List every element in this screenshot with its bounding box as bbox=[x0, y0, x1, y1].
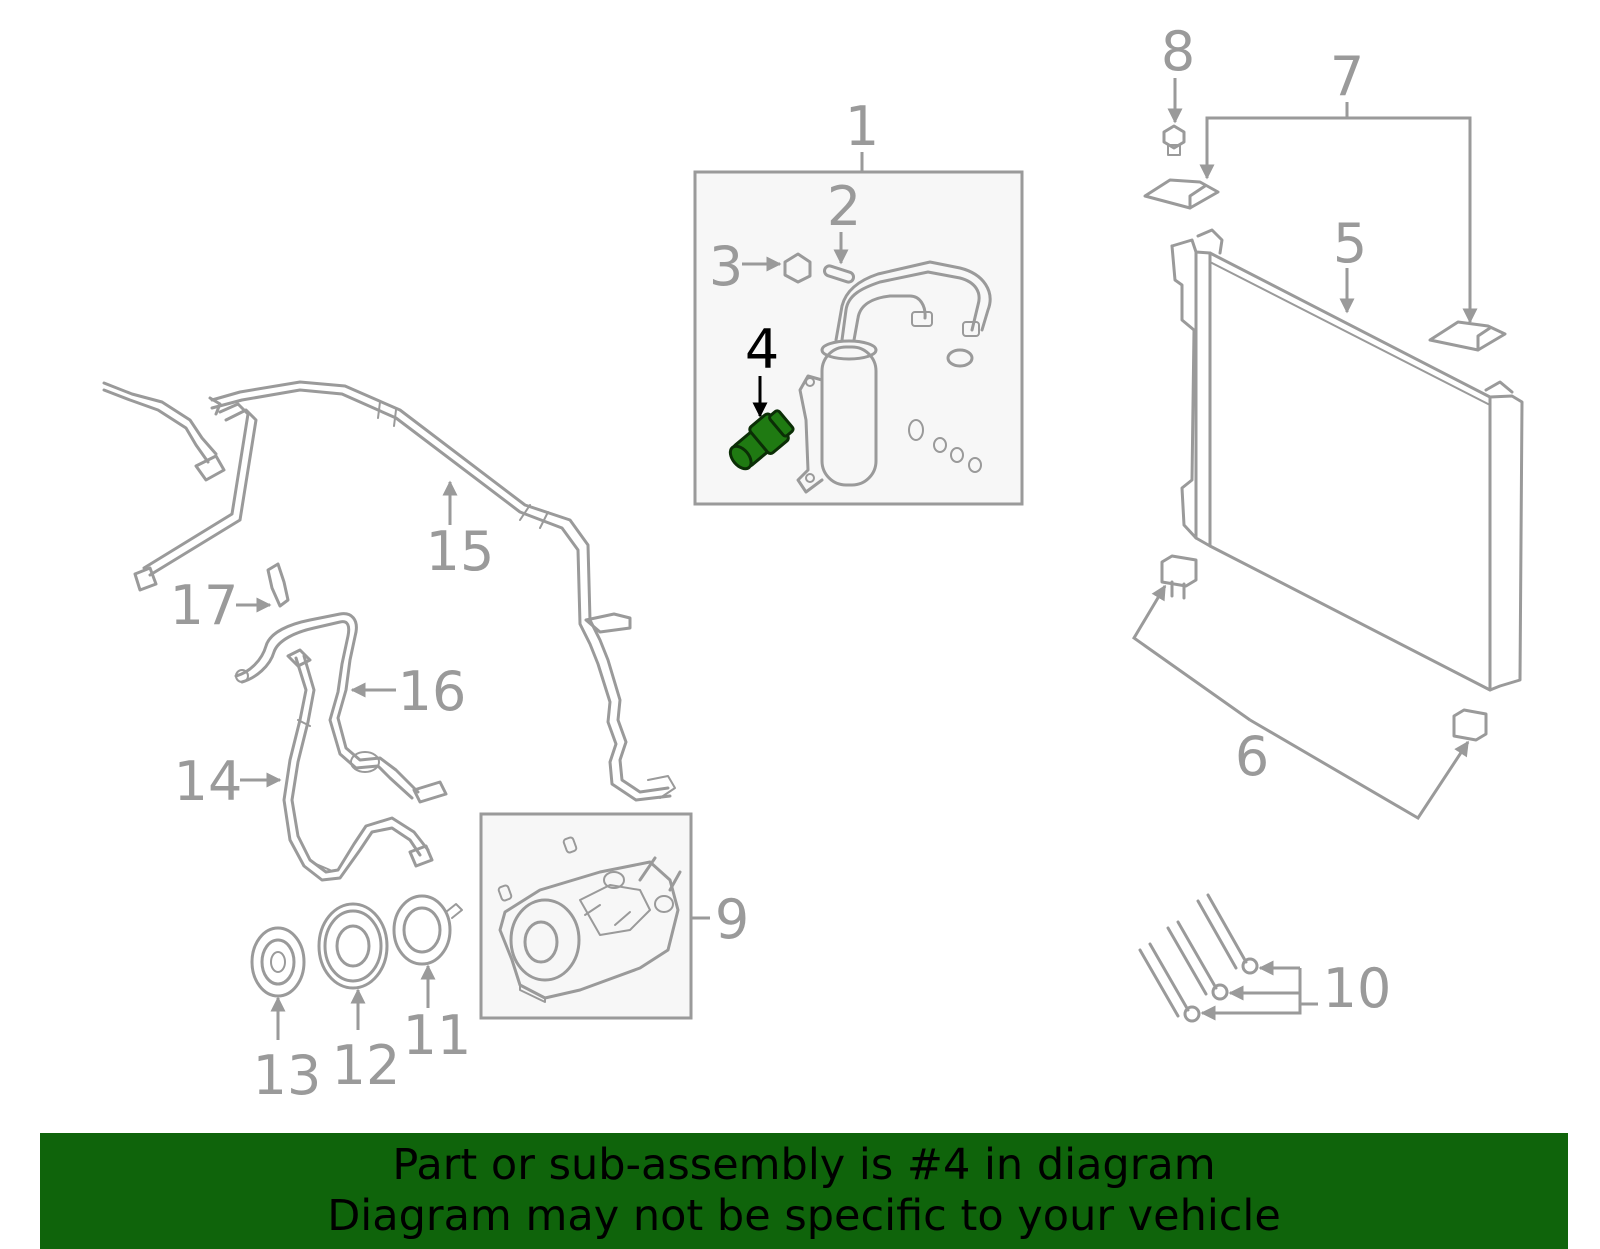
condenser-group: 5 7 8 6 bbox=[1132, 20, 1524, 821]
plug-part-2 bbox=[822, 264, 856, 284]
compressor-group: 9 bbox=[479, 812, 749, 1020]
callout-6-arrow-b bbox=[1249, 718, 1470, 821]
info-banner: Part or sub-assembly is #4 in diagram Di… bbox=[40, 1133, 1568, 1249]
callout-8: 8 bbox=[1161, 20, 1195, 83]
banner-line-1: Part or sub-assembly is #4 in diagram bbox=[392, 1140, 1216, 1190]
callout-7-arrow-a bbox=[1199, 102, 1349, 180]
callout-9: 9 bbox=[715, 888, 749, 951]
insulator-part-6a bbox=[1160, 554, 1198, 600]
hose-part-16 bbox=[234, 612, 448, 804]
callout-10-arrow-c bbox=[1200, 993, 1302, 1021]
callout-17: 17 bbox=[170, 574, 239, 637]
callout-7-arrow-b bbox=[1347, 116, 1478, 324]
callout-15: 15 bbox=[426, 520, 495, 583]
bracket-part-7a bbox=[1143, 178, 1220, 210]
callout-6: 6 bbox=[1235, 725, 1269, 788]
condenser-part-5 bbox=[1170, 228, 1524, 692]
clutch-plate-part-13 bbox=[250, 926, 306, 998]
insulator-part-6b bbox=[1452, 708, 1488, 742]
drier-assembly-group: 1 2 3 4 bbox=[693, 95, 1024, 506]
bolt-part-8 bbox=[1162, 124, 1186, 156]
callout-10-arrow-b bbox=[1228, 968, 1302, 1001]
callout-3: 3 bbox=[709, 235, 743, 298]
banner-line-2: Diagram may not be specific to your vehi… bbox=[327, 1191, 1281, 1241]
callout-1: 1 bbox=[845, 95, 879, 158]
pressure-switch-part-4 bbox=[728, 409, 795, 471]
clutch-coil-part-11 bbox=[392, 894, 463, 966]
callout-10: 10 bbox=[1323, 957, 1392, 1020]
callout-2: 2 bbox=[827, 175, 861, 238]
hose-part-15 bbox=[102, 380, 676, 802]
pulley-part-12 bbox=[317, 902, 389, 990]
receiver-drier bbox=[796, 260, 992, 494]
callout-13: 13 bbox=[253, 1044, 322, 1107]
callout-11: 11 bbox=[403, 1004, 472, 1067]
callout-14: 14 bbox=[174, 750, 243, 813]
bolts-part-10 bbox=[1138, 893, 1259, 1023]
bracket-part-7b bbox=[1428, 320, 1507, 352]
callout-12: 12 bbox=[332, 1034, 401, 1097]
nut-part-3 bbox=[783, 252, 812, 284]
callout-4: 4 bbox=[745, 318, 779, 381]
callout-5: 5 bbox=[1333, 212, 1367, 275]
o-rings bbox=[908, 419, 982, 473]
callout-7: 7 bbox=[1330, 45, 1364, 108]
callout-6-arrow-a bbox=[1132, 584, 1251, 722]
callout-16: 16 bbox=[398, 660, 467, 723]
hose-part-14 bbox=[282, 648, 434, 882]
compressor-part-9 bbox=[497, 836, 682, 1003]
sensor-part-17 bbox=[266, 562, 290, 608]
